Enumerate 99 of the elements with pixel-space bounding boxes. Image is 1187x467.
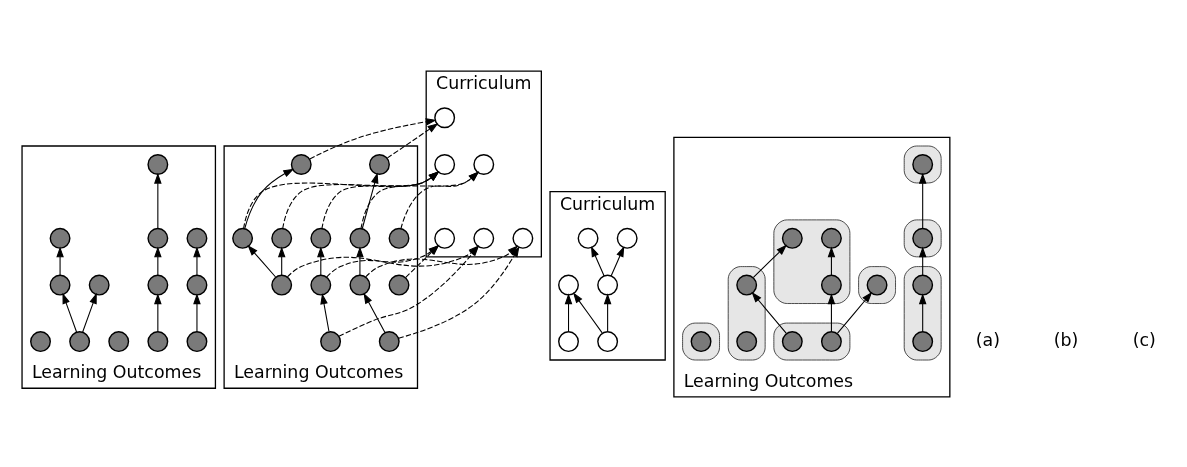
arrow	[918, 172, 927, 229]
arrow	[386, 122, 439, 158]
node-circle	[866, 274, 888, 296]
label: (a)	[975, 329, 1000, 350]
node-circle	[186, 330, 208, 352]
node-circle	[147, 227, 169, 249]
node-circle	[597, 274, 619, 296]
node-circle	[186, 274, 208, 296]
node-circle	[820, 227, 842, 249]
node-circle	[558, 274, 579, 296]
node-circle	[558, 330, 579, 352]
node-circle	[388, 274, 410, 296]
arrow	[361, 171, 379, 229]
arrow	[193, 292, 201, 332]
node-circle	[290, 153, 312, 175]
cluster: Learning Outcomes	[673, 136, 951, 398]
arrow	[918, 292, 927, 332]
node-circle	[349, 274, 371, 296]
node-circle	[108, 330, 130, 352]
cluster: Learning Outcomes	[21, 144, 217, 389]
arrow	[603, 292, 612, 332]
cluster	[903, 265, 942, 360]
arrow	[277, 245, 286, 275]
arrow	[572, 291, 603, 333]
node-circle	[912, 227, 934, 249]
node-circle	[320, 330, 342, 352]
cluster: Learning Outcomes	[223, 144, 419, 389]
arrow	[752, 244, 788, 278]
node-circle	[310, 227, 332, 249]
node-circle	[912, 153, 934, 175]
node-circle	[88, 274, 110, 296]
arrow	[405, 244, 440, 278]
node-circle	[736, 274, 758, 296]
arrow	[326, 244, 440, 278]
cluster	[773, 322, 851, 360]
label: (b)	[1053, 329, 1079, 350]
cluster	[727, 265, 766, 360]
node-circle	[736, 330, 758, 352]
node-circle	[434, 153, 456, 175]
arrow	[154, 172, 162, 229]
node-circle	[349, 227, 371, 249]
arrow	[836, 291, 873, 334]
arrow	[282, 170, 440, 229]
arrow	[56, 245, 64, 275]
node-circle	[271, 274, 293, 296]
arrow	[610, 245, 625, 276]
node-circle	[690, 330, 712, 352]
node-circle	[232, 227, 254, 249]
arrow	[590, 245, 605, 276]
arrow	[827, 292, 836, 332]
arrow	[62, 292, 78, 333]
node-circle	[577, 227, 599, 249]
node-circle	[820, 330, 842, 352]
node-circle	[912, 274, 934, 296]
arrow	[360, 170, 480, 229]
node-circle	[147, 274, 169, 296]
arrow	[751, 291, 787, 334]
node-circle	[271, 227, 293, 249]
arrow	[918, 246, 927, 275]
label: (c)	[1132, 329, 1156, 350]
node-circle	[781, 227, 803, 249]
cluster	[682, 322, 720, 360]
arrow	[193, 246, 201, 275]
node-circle	[49, 227, 71, 249]
node-circle	[434, 227, 456, 249]
arrow	[154, 292, 162, 332]
arrow	[321, 170, 440, 229]
node-circle	[186, 227, 208, 249]
arrow	[356, 245, 364, 275]
node-circle	[912, 330, 934, 352]
arrow	[243, 170, 440, 229]
arrow	[320, 292, 330, 332]
cluster: Curriculum	[549, 190, 666, 361]
node-circle	[616, 227, 638, 249]
arrow	[82, 292, 97, 333]
node-circle	[820, 274, 842, 296]
node-circle	[49, 274, 71, 296]
arrow	[154, 246, 162, 275]
node-circle	[473, 227, 495, 249]
arrow	[564, 292, 573, 332]
node-circle	[30, 330, 51, 352]
node-circle	[369, 153, 390, 175]
node-circle	[310, 274, 332, 296]
arrow	[400, 170, 480, 229]
node-circle	[147, 153, 169, 175]
node-circle	[388, 227, 410, 249]
node-circle	[69, 330, 91, 352]
node-circle	[597, 330, 619, 352]
arrow	[247, 244, 277, 278]
node-circle	[434, 106, 456, 128]
node-circle	[147, 330, 169, 352]
arrow	[827, 246, 836, 275]
node-circle	[781, 330, 803, 352]
node-circle	[512, 227, 534, 249]
arrow	[363, 292, 386, 333]
node-circle	[378, 330, 400, 352]
node-circle	[473, 153, 495, 175]
arrow	[309, 117, 437, 159]
arrow	[244, 168, 295, 229]
